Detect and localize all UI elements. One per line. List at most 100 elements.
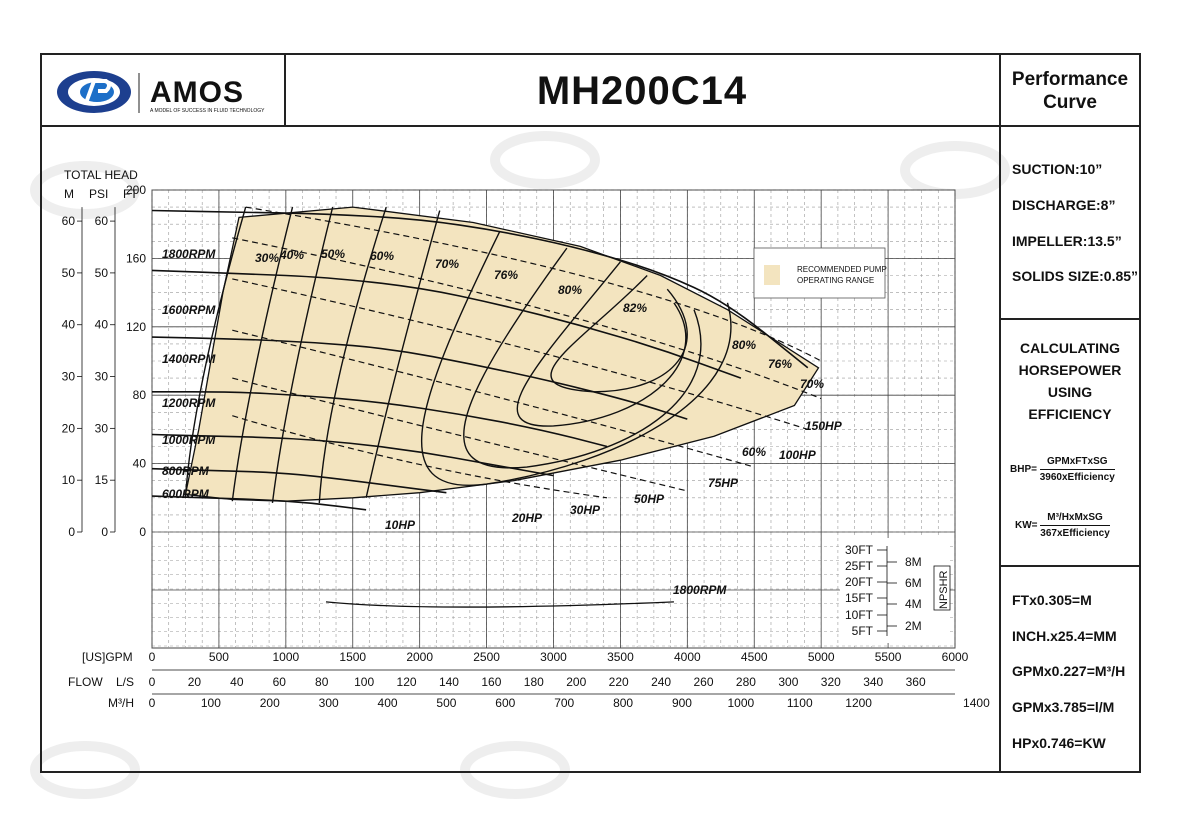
spec-discharge: DISCHARGE:8”: [1012, 197, 1116, 213]
psi-tick-label: 60: [95, 214, 109, 228]
ls-tick-label: 60: [273, 675, 287, 689]
ls-tick-label: 300: [778, 675, 798, 689]
m-tick-label: 40: [62, 318, 76, 332]
ls-tick-label: 0: [149, 675, 156, 689]
ls-tick-label: 80: [315, 675, 329, 689]
ls-tick-label: 260: [694, 675, 714, 689]
model-title: MH200C14: [536, 68, 748, 113]
efficiency-label: 80%: [558, 283, 582, 297]
ls-tick-label: 360: [906, 675, 926, 689]
m-tick-label: 10: [62, 473, 76, 487]
legend-text: OPERATING RANGE: [797, 276, 874, 285]
logo-divider: [284, 53, 286, 127]
efficiency-curve-line: [516, 261, 687, 427]
head-axis-unit: FT: [123, 187, 138, 201]
head-axis-unit: PSI: [89, 187, 108, 201]
power-label: 50HP: [634, 492, 665, 506]
calc-heading-line: USING: [1047, 384, 1093, 400]
npshr-ft-tick-label: 5FT: [852, 624, 874, 638]
speed-curve-label: 1400RPM: [162, 352, 216, 366]
gpm-tick-label: 2000: [406, 650, 433, 664]
efficiency-label: 70%: [800, 377, 824, 391]
bhp-formula: BHP= GPMxFTxSG 3960xEfficiency: [1010, 456, 1115, 483]
flow-axis-label: FLOW: [68, 675, 103, 689]
spec-impeller: IMPELLER:13.5”: [1012, 233, 1122, 249]
gpm-tick-label: 1500: [339, 650, 366, 664]
gpm-tick-label: 0: [149, 650, 156, 664]
m3h-unit-label: M³/H: [108, 696, 134, 710]
m-tick-label: 30: [62, 370, 76, 384]
m3h-tick-label: 800: [613, 696, 633, 710]
conversion-inch-mm: INCH.x25.4=MM: [1012, 628, 1117, 644]
ls-tick-label: 200: [566, 675, 586, 689]
psi-tick-label: 50: [95, 266, 109, 280]
speed-curve-label: 800RPM: [162, 464, 210, 478]
efficiency-label: 76%: [768, 357, 792, 371]
kw-label: KW=: [1015, 520, 1038, 532]
m3h-tick-label: 1000: [728, 696, 755, 710]
efficiency-label: 70%: [435, 257, 459, 271]
panel-title-line1: Performance: [1011, 69, 1129, 90]
m3h-tick-label: 900: [672, 696, 692, 710]
side-panel-divider: [999, 53, 1001, 773]
efficiency-curve-line: [550, 275, 688, 393]
ls-tick-label: 180: [524, 675, 544, 689]
psi-tick-label: 30: [95, 370, 109, 384]
npshr-curve-label: 1800RPM: [673, 583, 727, 597]
head-axis-title: TOTAL HEAD: [64, 168, 138, 182]
ls-tick-label: 340: [863, 675, 883, 689]
ft-tick-label: 40: [133, 457, 147, 471]
legend-text: RECOMMENDED PUMP: [797, 265, 887, 274]
power-label: 150HP: [805, 419, 843, 433]
bhp-label: BHP=: [1010, 464, 1037, 476]
gpm-tick-label: 4500: [741, 650, 768, 664]
bhp-numerator: GPMxFTxSG: [1039, 456, 1115, 470]
bhp-denominator: 3960xEfficiency: [1039, 472, 1115, 483]
npshr-m-tick-label: 4M: [905, 597, 922, 611]
psi-tick-label: 0: [101, 525, 108, 539]
npshr-m-tick-label: 8M: [905, 555, 922, 569]
conversion-ft-m: FTx0.305=M: [1012, 592, 1092, 608]
panel-title-line2: Curve: [1043, 92, 1097, 113]
npshr-label-box: [933, 565, 951, 611]
m3h-tick-label: 100: [201, 696, 221, 710]
psi-tick-label: 40: [95, 318, 109, 332]
npshr-ft-tick-label: 25FT: [845, 559, 874, 573]
calc-heading: CALCULATING HORSEPOWER USING EFFICIENCY: [1001, 337, 1139, 425]
calc-divider: [999, 565, 1141, 567]
conversion-gpm-m3h: GPMx0.227=M³/H: [1012, 663, 1126, 679]
efficiency-label: 60%: [370, 249, 394, 263]
npshr-ft-tick-label: 15FT: [845, 591, 874, 605]
efficiency-label: 60%: [742, 445, 766, 459]
calc-heading-line: HORSEPOWER: [1018, 362, 1122, 378]
efficiency-label: 80%: [732, 338, 756, 352]
power-label: 20HP: [511, 511, 543, 525]
efficiency-curve-line: [318, 206, 387, 503]
chart-frame: [40, 53, 1141, 773]
psi-tick-label: 30: [95, 421, 109, 435]
ls-tick-label: 100: [354, 675, 374, 689]
calc-heading-line: CALCULATING: [1019, 340, 1121, 356]
ls-tick-label: 320: [821, 675, 841, 689]
spec-solids-size: SOLIDS SIZE:0.85”: [1012, 268, 1139, 284]
speed-curve-line: [151, 269, 742, 379]
speed-curve-label: 1600RPM: [162, 303, 216, 317]
gpm-tick-label: 5000: [808, 650, 835, 664]
m-tick-label: 60: [62, 214, 76, 228]
m3h-tick-label: 0: [149, 696, 156, 710]
specs-divider: [999, 318, 1141, 320]
m-tick-label: 20: [62, 421, 76, 435]
head-axis-unit: M: [64, 187, 74, 201]
m3h-tick-label: 500: [436, 696, 456, 710]
kw-denominator: 367xEfficiency: [1040, 528, 1110, 539]
ls-unit-label: L/S: [116, 675, 134, 689]
ft-tick-label: 0: [139, 525, 146, 539]
power-curve-line: [232, 237, 822, 400]
ls-tick-label: 20: [188, 675, 202, 689]
psi-tick-label: 15: [95, 473, 109, 487]
power-curve-line: [232, 377, 688, 492]
ls-tick-label: 280: [736, 675, 756, 689]
brand-logo: AMOS A MODEL OF SUCCESS IN FLUID TECHNOL…: [42, 55, 284, 127]
